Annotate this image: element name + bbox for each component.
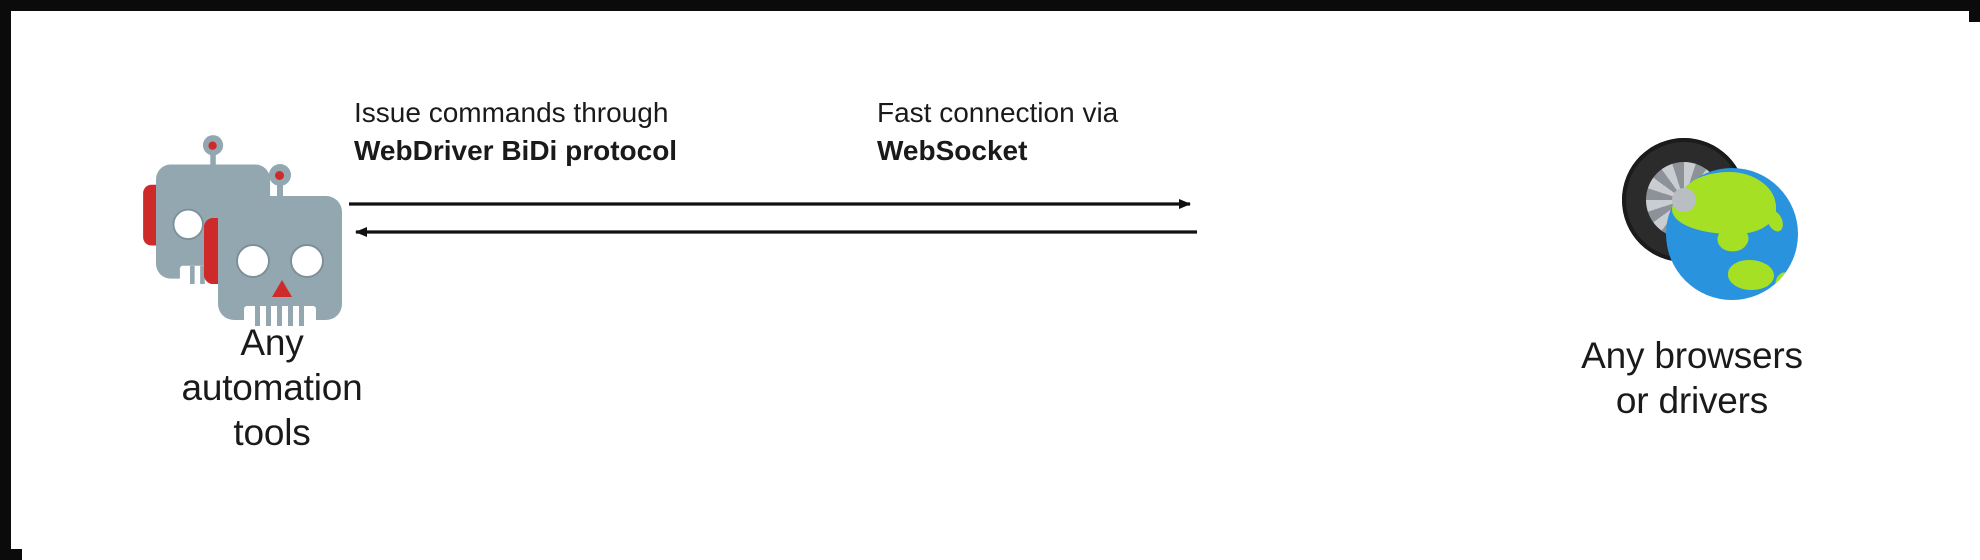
node-browsers-drivers-label: Any browsers or drivers <box>1482 333 1902 423</box>
connector-caption-connection-bold: WebSocket <box>877 135 1028 166</box>
node-browsers-drivers-label-line-1: Any browsers <box>1581 335 1803 376</box>
node-browsers-drivers-label-line-2: or drivers <box>1615 380 1769 421</box>
browsers-drivers-icon <box>1482 132 1902 307</box>
node-automation-tools-label: Any automation tools <box>82 320 462 455</box>
robot-head <box>218 196 342 326</box>
robot-tooth-gap <box>200 265 205 285</box>
robot-mouth <box>244 306 316 326</box>
robot-eye-right <box>290 244 324 278</box>
connector-arrows <box>349 199 1197 237</box>
globe-land-new-zealand <box>1772 270 1792 292</box>
connector-group: Issue commands through WebDriver BiDi pr… <box>22 22 1980 560</box>
robot-tooth-gap <box>277 306 282 326</box>
connector-caption-commands-regular: Issue commands through <box>354 97 669 128</box>
robot-tooth-gap <box>255 306 260 326</box>
connector-caption-connection-regular: Fast connection via <box>877 97 1119 128</box>
node-automation-tools-label-line-2: automation <box>181 367 363 408</box>
robot-antenna-rod <box>277 178 283 208</box>
diagram-canvas: Any automation tools Issue commands thro… <box>22 22 1980 560</box>
connector-caption-connection: Fast connection via WebSocket <box>877 94 1118 170</box>
connector-caption-commands-bold: WebDriver BiDi protocol <box>354 135 678 166</box>
robot-tooth-gap <box>288 306 293 326</box>
robot-icon <box>82 135 462 326</box>
globe-land-australia <box>1728 260 1774 290</box>
robot-tooth-gap <box>299 306 304 326</box>
node-automation-tools-label-line-1: Any <box>240 322 304 363</box>
node-automation-tools: Any automation tools <box>82 135 462 455</box>
node-automation-tools-label-line-3: tools <box>233 412 311 453</box>
robot-tooth-gap <box>190 265 195 285</box>
robot-tooth-gap <box>266 306 271 326</box>
robot-antenna-dot <box>208 141 217 150</box>
node-browsers-drivers: Any browsers or drivers <box>1482 132 1902 423</box>
robot-eye-left <box>172 208 204 240</box>
robot-antenna-dot <box>275 171 284 180</box>
globe-land-japan <box>1764 208 1786 234</box>
robot-eye-left <box>236 244 270 278</box>
connector-caption-commands: Issue commands through WebDriver BiDi pr… <box>354 94 677 170</box>
robot-antenna-rod <box>210 148 216 176</box>
robot-nose <box>272 280 292 297</box>
